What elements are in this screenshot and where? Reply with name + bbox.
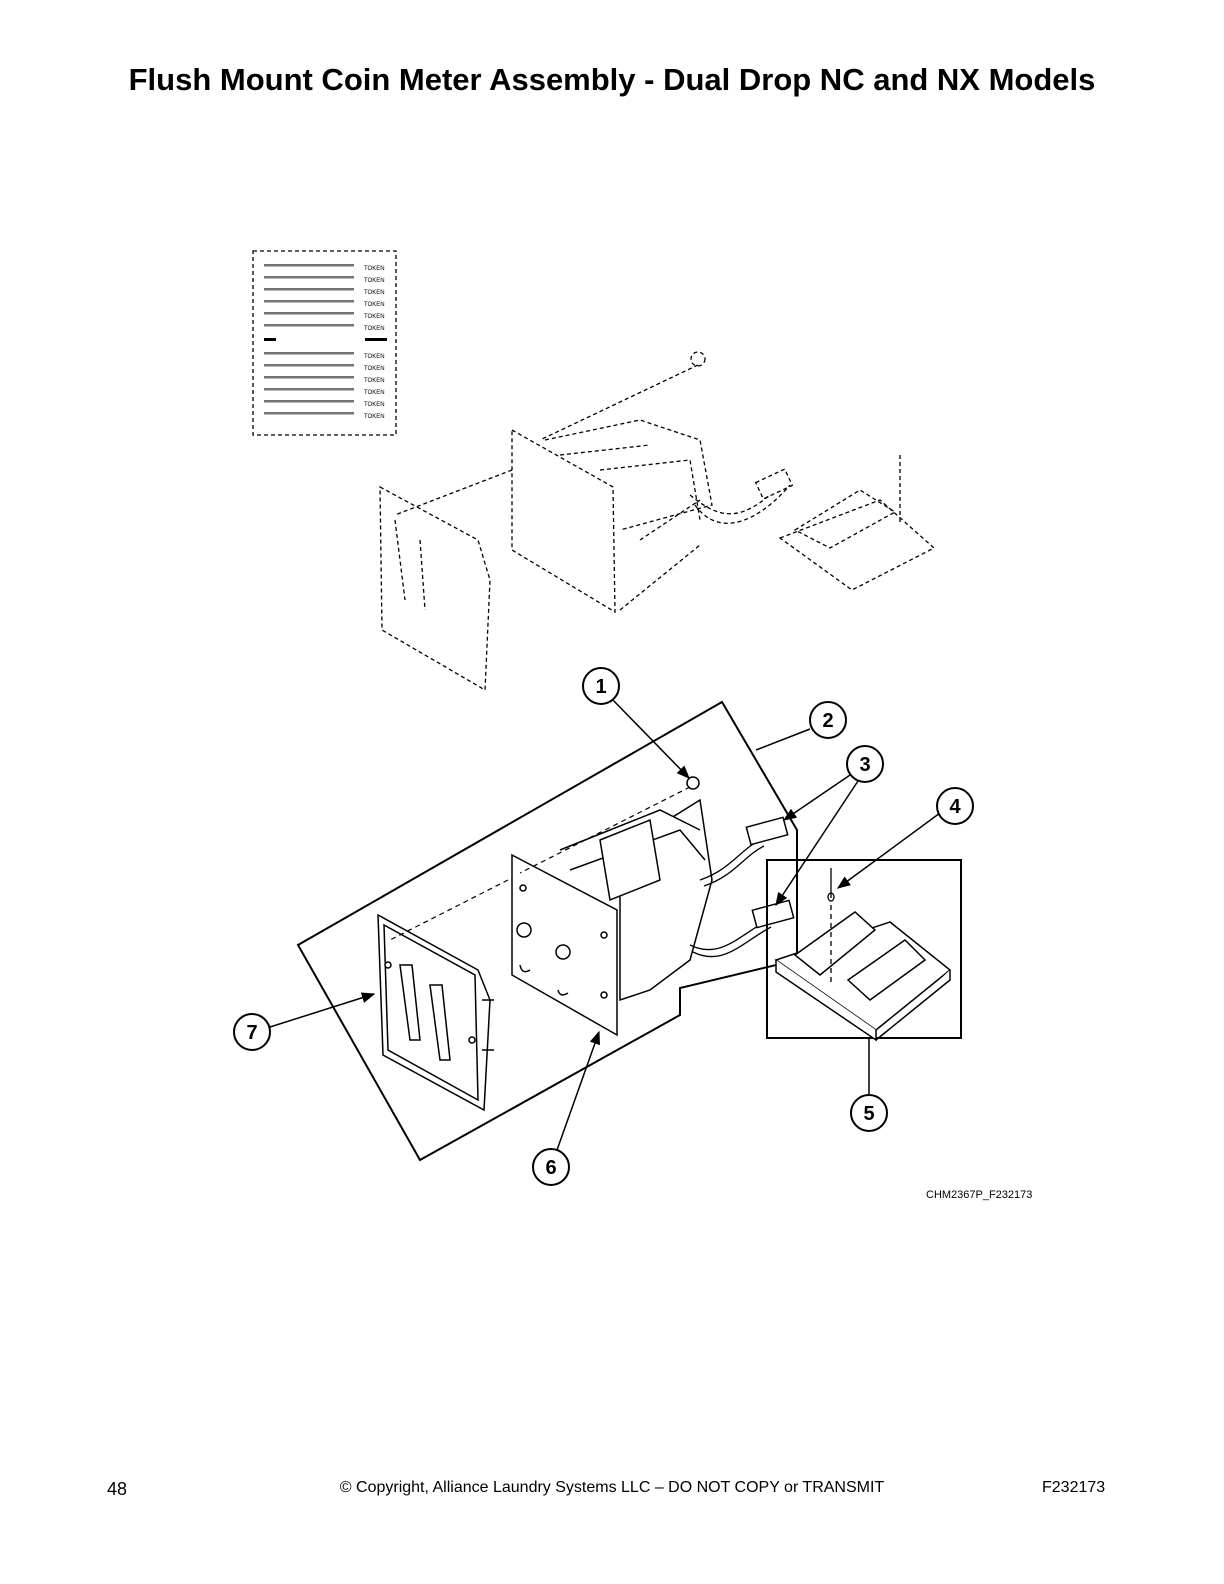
callout-number: 2 bbox=[822, 710, 833, 732]
callout-5: 5 bbox=[850, 1094, 888, 1132]
decal-token-label: TOKEN bbox=[364, 326, 385, 332]
decal-rows bbox=[264, 264, 387, 415]
callout-number: 3 bbox=[859, 754, 870, 776]
dashed-price-decal bbox=[252, 250, 397, 436]
copyright-notice: © Copyright, Alliance Laundry Systems LL… bbox=[339, 1479, 885, 1496]
decal-token-label: TOKEN bbox=[364, 414, 385, 420]
dashed-mounting-plate bbox=[379, 485, 491, 692]
callout-number: 4 bbox=[949, 796, 961, 818]
callout-number: 7 bbox=[246, 1022, 257, 1044]
hex-nut bbox=[686, 776, 700, 790]
bracket bbox=[774, 911, 952, 1042]
callout-4: 4 bbox=[936, 787, 974, 825]
decal-token-label: TOKEN bbox=[364, 266, 385, 272]
leader-lines bbox=[269, 697, 941, 1151]
dashed-reference-view bbox=[252, 250, 936, 692]
decal-token-label: TOKEN bbox=[364, 290, 385, 296]
decal-token-label: TOKEN bbox=[364, 314, 385, 320]
dashed-coin-meter bbox=[511, 428, 616, 614]
page-title: Flush Mount Coin Meter Assembly - Dual D… bbox=[128, 62, 1096, 97]
assembly-outline bbox=[296, 700, 798, 1162]
figure-code: CHM2367P_F232173 bbox=[926, 1189, 1032, 1201]
callout-6: 6 bbox=[532, 1148, 570, 1186]
callout-number: 6 bbox=[545, 1157, 556, 1179]
callouts: 1 2 3 4 5 6 7 bbox=[233, 667, 974, 1186]
decal-token-labels: TOKEN TOKEN TOKEN TOKEN TOKEN TOKEN TOKE… bbox=[364, 266, 385, 420]
document-code: F232173 bbox=[1042, 1479, 1106, 1496]
decal-token-label: TOKEN bbox=[364, 402, 385, 408]
bracket-detail-box bbox=[766, 859, 962, 1039]
decal-token-label: TOKEN bbox=[364, 278, 385, 284]
rivet bbox=[827, 868, 835, 985]
callout-number: 1 bbox=[595, 676, 606, 698]
decal-token-label: TOKEN bbox=[364, 302, 385, 308]
dashed-bracket bbox=[778, 499, 936, 591]
coin-meter bbox=[511, 798, 713, 1037]
decal-token-label: TOKEN bbox=[364, 366, 385, 372]
decal-token-label: TOKEN bbox=[364, 354, 385, 360]
callout-1: 1 bbox=[582, 667, 620, 705]
page-number: 48 bbox=[107, 1479, 128, 1499]
callout-2: 2 bbox=[809, 701, 847, 739]
decal-token-label: TOKEN bbox=[364, 390, 385, 396]
callout-number: 5 bbox=[863, 1103, 874, 1125]
callout-7: 7 bbox=[233, 1013, 271, 1051]
mounting-plate bbox=[377, 913, 494, 1112]
connectors bbox=[745, 816, 795, 929]
callout-3: 3 bbox=[846, 745, 884, 783]
decal-token-label: TOKEN bbox=[364, 378, 385, 384]
